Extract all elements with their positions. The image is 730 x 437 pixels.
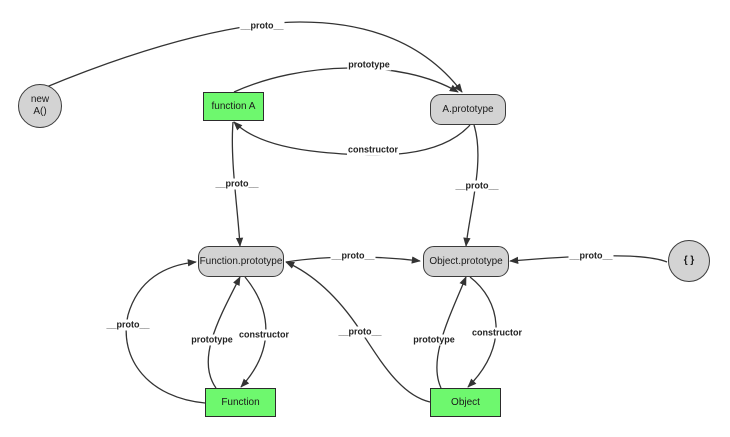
label-function-prototype-constructor: constructor	[237, 329, 291, 341]
node-empty-object: { }	[668, 240, 710, 282]
label-new-a-proto: __proto__	[239, 20, 285, 32]
label-function-a-prototype: prototype	[347, 59, 391, 71]
edge-a-prototype-constructor	[233, 121, 471, 156]
edge-object-prototype-constructor	[467, 276, 497, 388]
label-function-prototype-proto: __proto__	[330, 250, 376, 262]
label-a-prototype-proto: __proto__	[454, 180, 500, 192]
label-empty-object-proto: __proto__	[568, 250, 614, 262]
label-function-a-proto: __proto__	[214, 178, 260, 190]
label-function-ctor-prototype: prototype	[190, 334, 234, 346]
node-new-a: new A()	[18, 84, 62, 128]
edge-function-a-prototype	[233, 67, 459, 93]
edge-function-ctor-prototype	[207, 276, 241, 389]
node-object-ctor: Object	[430, 388, 501, 417]
node-function-ctor: Function	[205, 388, 276, 417]
node-function-a: function A	[203, 92, 264, 121]
edge-new-a-proto	[43, 21, 463, 93]
label-object-ctor-proto: __proto__	[337, 326, 383, 338]
label-function-ctor-proto: __proto__	[105, 319, 151, 331]
label-object-prototype-constructor: constructor	[470, 327, 524, 339]
node-object-prototype: Object.prototype	[423, 246, 509, 277]
label-a-prototype-constructor: constructor	[346, 144, 400, 156]
node-a-prototype: A.prototype	[430, 94, 506, 125]
edge-object-ctor-prototype	[436, 276, 467, 389]
node-function-prototype: Function.prototype	[198, 246, 284, 277]
label-object-ctor-prototype: prototype	[412, 334, 456, 346]
edge-function-ctor-proto	[125, 259, 206, 404]
